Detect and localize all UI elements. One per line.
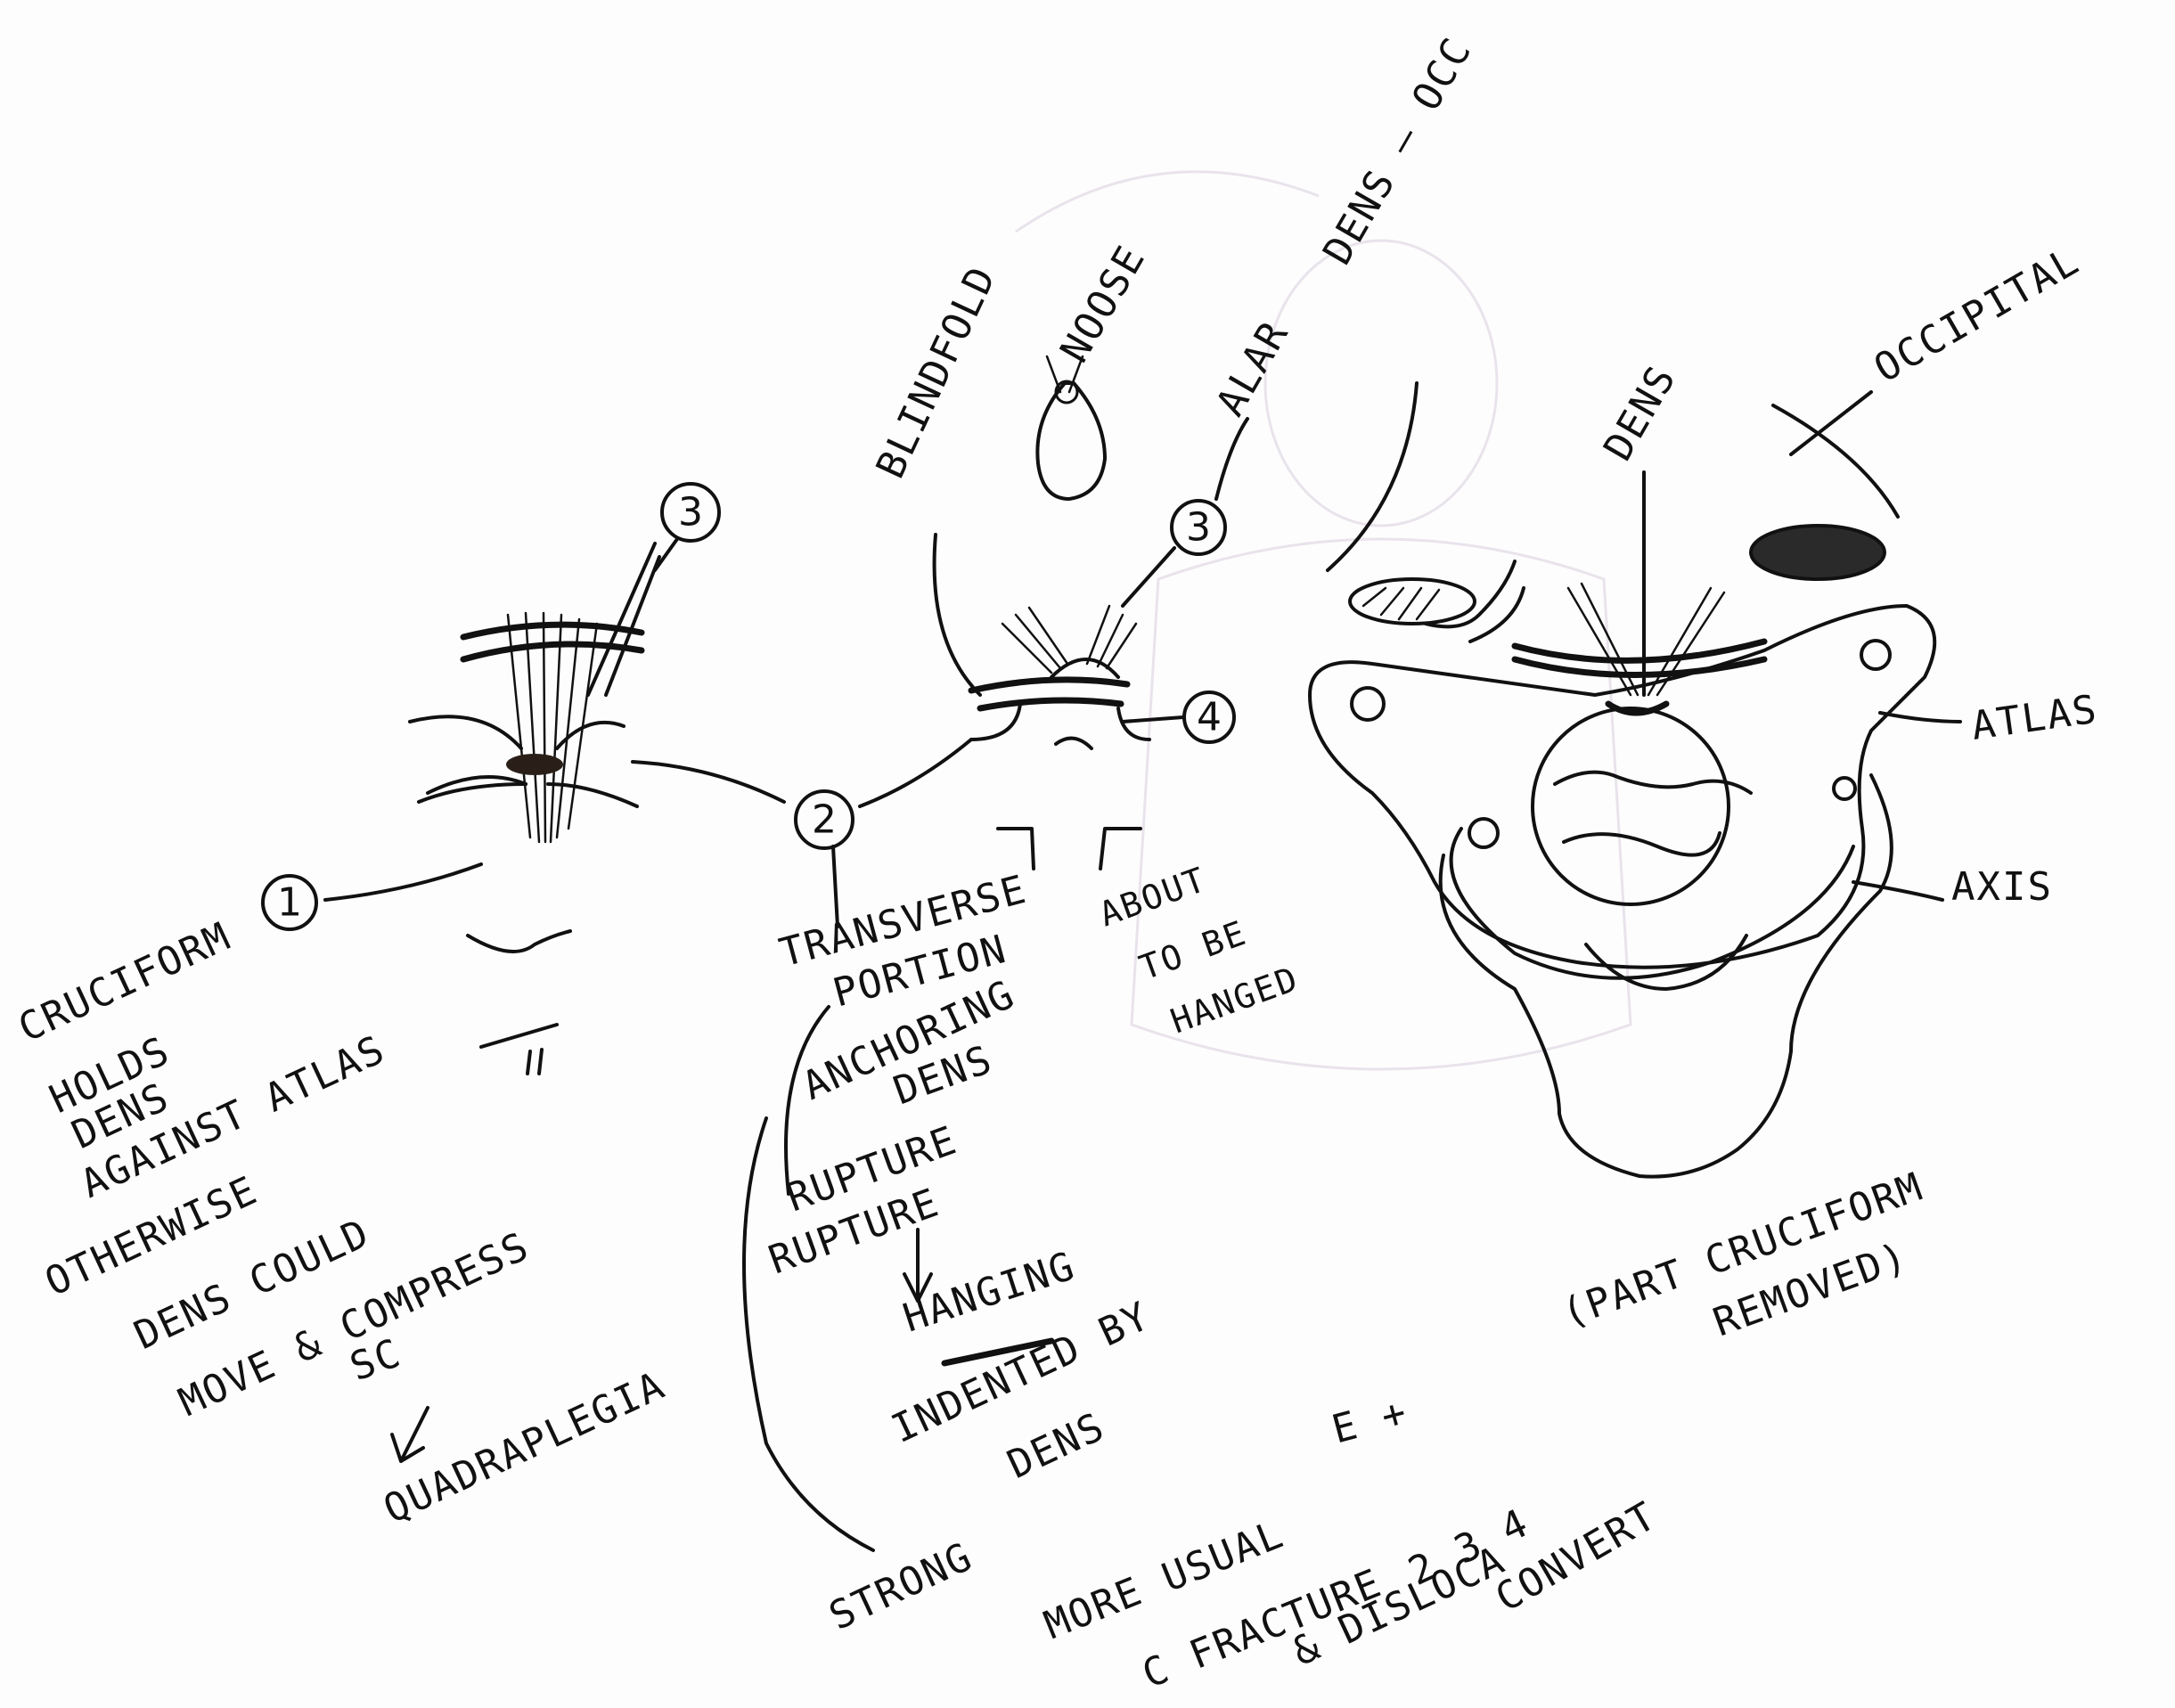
note-e-plus: E + [1328, 1389, 1413, 1452]
note-noose: NOOSE [1051, 238, 1154, 371]
note-to-be: TO BE [1134, 913, 1252, 988]
circle-1-marker: 1 [263, 876, 316, 929]
circle-2-label: 2 [812, 797, 837, 843]
circle-1-label: 1 [277, 880, 302, 926]
circle-4-label: 4 [1197, 695, 1222, 740]
note-cruciform: CRUCIFORM [12, 913, 238, 1051]
circle-3-mid-label: 3 [1186, 505, 1211, 551]
note-occipital: OCCIPITAL [1867, 238, 2088, 391]
note-blindfold: BLINDFOLD [868, 259, 1006, 486]
note-hanging: HANGING [898, 1243, 1081, 1341]
note-axis: AXIS [1951, 864, 2053, 910]
note-alar: ALAR [1207, 313, 1297, 423]
note-about: ABOUT [1094, 860, 1212, 935]
left-notes: CRUCIFORM HOLDS DENS AGAINST ATLAS OTHER… [12, 913, 672, 1532]
circle-3-left-marker: 3 [662, 484, 719, 541]
note-dens-right: DENS [1595, 357, 1685, 468]
note-strong: STRONG [822, 1533, 979, 1639]
circle-3-left-label: 3 [678, 490, 703, 535]
note-dens-occ: DENS — OCC [1314, 29, 1481, 272]
note-indented-dens: DENS [1001, 1404, 1112, 1488]
right-atlas-axis-drawing [1310, 383, 1960, 1177]
note-atlas: ATLAS [1968, 687, 2100, 749]
left-cruciform-drawing [325, 543, 784, 1074]
